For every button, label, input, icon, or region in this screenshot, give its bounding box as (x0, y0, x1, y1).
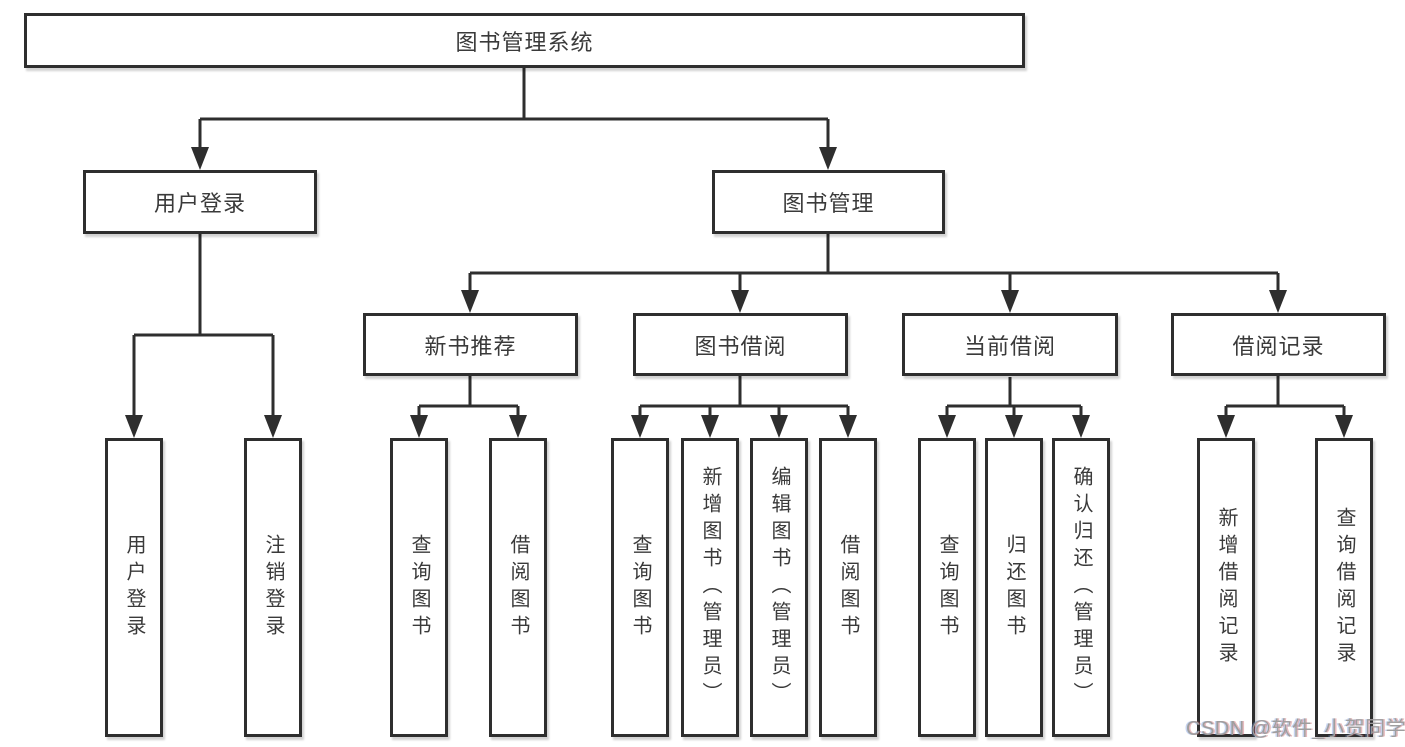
node-new-book-recommend: 新书推荐 (363, 313, 578, 376)
node-label: 图书借阅 (694, 333, 787, 359)
node-label: 注销登录 (262, 533, 284, 642)
node-label: 归还图书 (1003, 533, 1025, 642)
watermark-csdn: CSDN @软件_小贺同学 (1186, 718, 1405, 740)
node-label: 新增图书（管理员） (699, 466, 721, 709)
node-library-management-system: 图书管理系统 (24, 13, 1025, 68)
leaf-edit-book-admin: 编辑图书（管理员） (750, 438, 808, 737)
node-label: 查询借阅记录 (1333, 506, 1355, 669)
leaf-query-books-3: 查询图书 (918, 438, 976, 737)
leaf-logout: 注销登录 (244, 438, 302, 737)
node-label: 确认归还（管理员） (1070, 466, 1092, 709)
leaf-return-books: 归还图书 (985, 438, 1043, 737)
node-current-borrowing: 当前借阅 (902, 313, 1118, 376)
node-label: 编辑图书（管理员） (768, 466, 790, 709)
leaf-add-book-admin: 新增图书（管理员） (681, 438, 739, 737)
node-label: 用户登录 (153, 191, 246, 216)
node-label: 查询图书 (408, 533, 430, 642)
leaf-query-borrow-record: 查询借阅记录 (1315, 438, 1373, 737)
leaf-query-books-1: 查询图书 (390, 438, 448, 737)
leaf-add-borrow-record: 新增借阅记录 (1197, 438, 1255, 737)
leaf-user-login: 用户登录 (105, 438, 163, 737)
node-label: 借阅图书 (837, 533, 859, 642)
node-label: 借阅记录 (1232, 333, 1325, 359)
node-label: 用户登录 (123, 533, 145, 642)
node-label: 查询图书 (629, 533, 651, 642)
node-book-management: 图书管理 (712, 170, 945, 234)
node-label: 新书推荐 (424, 333, 517, 359)
node-book-borrowing: 图书借阅 (633, 313, 848, 376)
node-borrow-records: 借阅记录 (1171, 313, 1386, 376)
node-label: 图书管理系统 (455, 29, 594, 55)
node-label: 图书管理 (782, 191, 875, 216)
leaf-query-books-2: 查询图书 (611, 438, 669, 737)
leaf-borrow-books-2: 借阅图书 (819, 438, 877, 737)
leaf-borrow-books-1: 借阅图书 (489, 438, 547, 737)
node-label: 新增借阅记录 (1215, 506, 1237, 669)
node-label: 当前借阅 (963, 333, 1056, 359)
leaf-confirm-return-admin: 确认归还（管理员） (1052, 438, 1110, 737)
node-user-login: 用户登录 (83, 170, 317, 234)
node-label: 借阅图书 (507, 533, 529, 642)
node-label: 查询图书 (936, 533, 958, 642)
